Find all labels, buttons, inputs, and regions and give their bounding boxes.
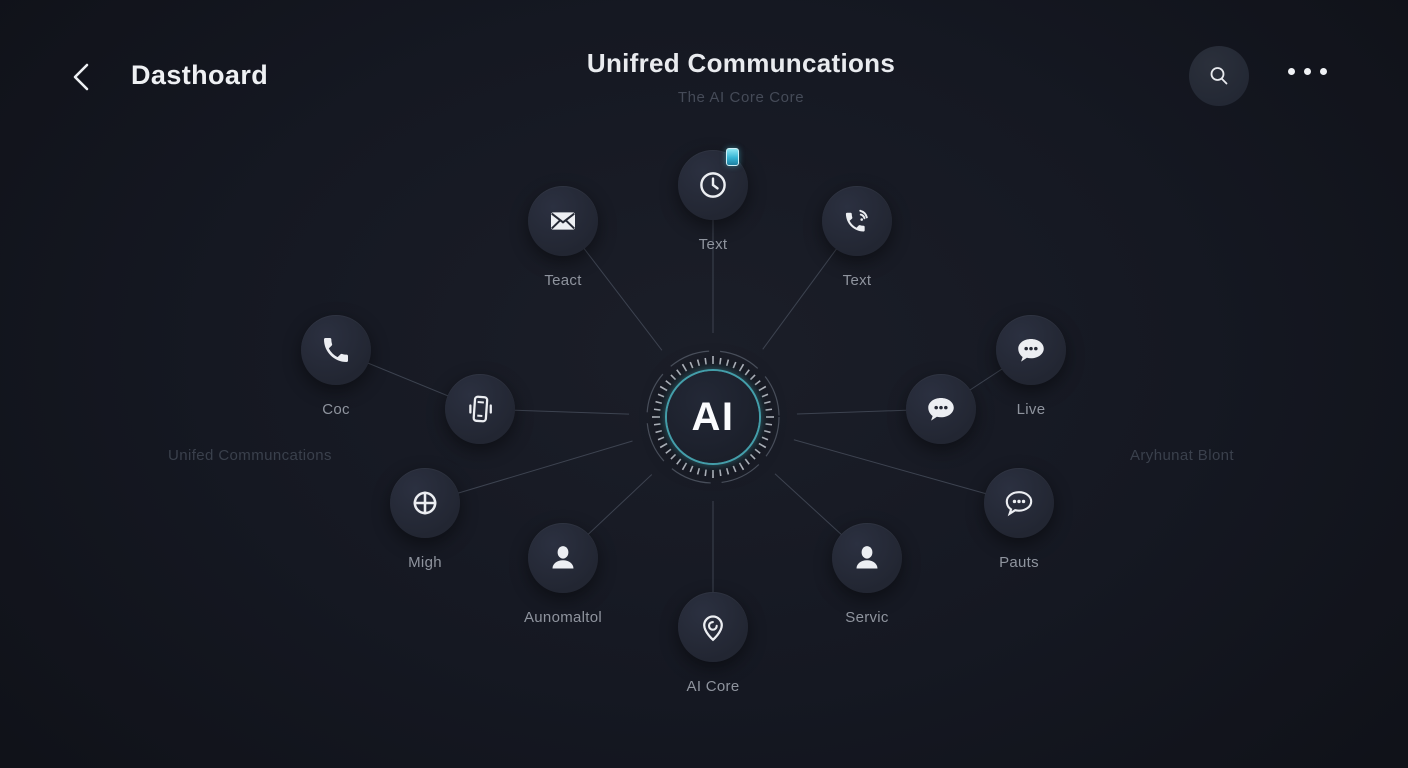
pin-icon: [678, 592, 748, 662]
node-label-phone: Coc: [322, 401, 350, 418]
node-label-schedule: Text: [698, 236, 728, 253]
ai-core-hub[interactable]: AI: [628, 332, 798, 502]
mobile-icon: [445, 374, 515, 444]
node-label-live-chat: Live: [1016, 401, 1046, 418]
outer-arc-ring: [646, 350, 780, 484]
right-watermark-label: Aryhunat Blont: [1130, 447, 1234, 464]
person-icon: [528, 523, 598, 593]
left-watermark-label: Unifed Communcations: [168, 447, 332, 464]
node-service[interactable]: Servic: [832, 523, 902, 626]
node-automation[interactable]: Aunomaltol: [524, 523, 602, 626]
ellipsis-icon: [1288, 68, 1295, 75]
search-button[interactable]: [1189, 46, 1249, 106]
clock-icon: [678, 148, 748, 220]
search-icon: [1210, 67, 1228, 85]
chevron-left-icon: [73, 63, 89, 91]
node-voice-call[interactable]: Text: [822, 186, 892, 289]
node-chat[interactable]: [906, 374, 976, 444]
phone-waves-icon: [822, 186, 892, 256]
node-label-parts: Pauts: [999, 554, 1039, 571]
node-label-automation: Aunomaltol: [523, 609, 603, 626]
screen-subtitle: The AI Core Core: [677, 89, 805, 106]
node-schedule[interactable]: Text: [678, 148, 748, 253]
node-location[interactable]: AI Core: [678, 592, 748, 695]
header-center: Unifred Communcations The AI Core Core: [441, 48, 1041, 106]
node-label-location: AI Core: [686, 678, 740, 695]
phone-icon: [301, 315, 371, 385]
node-label-voice-call: Text: [842, 272, 872, 289]
node-web[interactable]: Migh: [390, 468, 460, 571]
person-icon: [832, 523, 902, 593]
page-title: Dasthoard: [131, 60, 269, 90]
ai-core-label: AI: [691, 394, 735, 439]
chat-filled-icon: [906, 374, 976, 444]
node-phone[interactable]: Coc: [301, 315, 371, 418]
more-menu-button[interactable]: [1288, 68, 1327, 75]
chat-outline-icon: [984, 468, 1054, 538]
node-parts[interactable]: Pauts: [984, 468, 1054, 571]
globe-icon: [390, 468, 460, 538]
tick-ring: [652, 356, 774, 478]
node-live-chat[interactable]: Live: [996, 315, 1066, 418]
chat-filled-icon: [996, 315, 1066, 385]
cyan-phone-badge: [726, 148, 739, 166]
node-label-service: Servic: [845, 609, 889, 626]
node-label-email: Teact: [544, 272, 582, 289]
node-email[interactable]: Teact: [528, 186, 598, 289]
mail-icon: [528, 186, 598, 256]
screen-title: Unifred Communcations: [586, 48, 896, 78]
node-mobile[interactable]: [445, 374, 515, 444]
back-button[interactable]: [66, 60, 100, 94]
node-label-web: Migh: [408, 554, 442, 571]
ai-core-circle: AI: [667, 371, 759, 463]
